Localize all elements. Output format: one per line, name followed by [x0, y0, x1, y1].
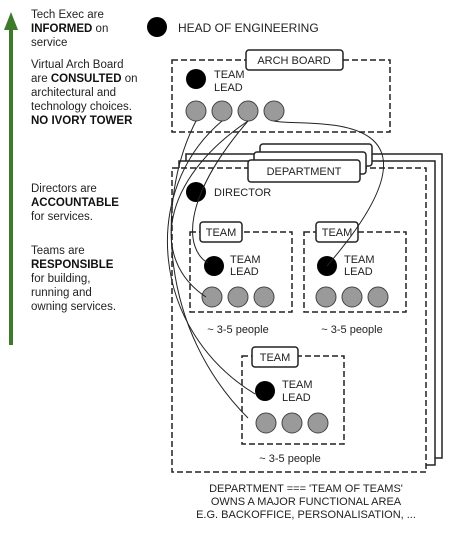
arch-board-member — [237, 100, 259, 122]
arch-board-box — [171, 59, 391, 133]
head-of-engineering-icon — [147, 17, 167, 37]
department-title: DEPARTMENT — [267, 166, 342, 178]
footer-line-1: DEPARTMENT === 'TEAM OF TEAMS' — [209, 483, 403, 495]
team-1-size: ~ 3-5 people — [207, 324, 268, 336]
team-2-title: TEAM — [322, 227, 353, 239]
department-stack — [171, 153, 443, 473]
arch-board-lead-icon — [186, 69, 206, 89]
arch-board-members — [185, 100, 285, 122]
team-1-members — [201, 286, 275, 308]
team-1-lead-icon — [204, 256, 224, 276]
team-3-lead-label-2: LEAD — [282, 392, 311, 404]
connector-arch-to-team1-b — [192, 120, 249, 264]
footer-line-3: E.G. BACKOFFICE, PERSONALISATION, ... — [196, 509, 416, 521]
note-informed-strong: INFORMED — [31, 23, 93, 35]
team-2-title-box — [315, 221, 359, 243]
connector-lines — [166, 120, 385, 419]
department-title-tabs — [247, 143, 373, 183]
note-accountable-pre: Directors are — [31, 183, 97, 195]
department-title-box — [247, 159, 361, 183]
connector-arch-to-team3-a — [170, 120, 249, 419]
director-icon — [186, 182, 206, 202]
arch-board-lead-label-2: LEAD — [214, 82, 243, 94]
note-consulted-post: on architectural and technology choices. — [31, 73, 138, 113]
arch-board-member — [185, 100, 207, 122]
team-3-title-box — [251, 346, 299, 368]
team-2-member — [367, 286, 389, 308]
connector-arch-to-team2 — [273, 120, 385, 267]
head-of-engineering-label: HEAD OF ENGINEERING — [178, 21, 319, 35]
team-1-lead-label-2: LEAD — [230, 266, 259, 278]
team-1-lead-label-1: TEAM — [230, 254, 261, 266]
note-informed-post: on service — [31, 23, 109, 49]
director-label: DIRECTOR — [214, 187, 271, 199]
note-responsible-strong: RESPONSIBLE — [31, 259, 114, 271]
arch-board-title: ARCH BOARD — [257, 55, 330, 67]
arch-board-member — [211, 100, 233, 122]
note-responsible: Teams are RESPONSIBLE for building, runn… — [31, 244, 131, 314]
team-2-lead-label-1: TEAM — [344, 254, 375, 266]
team-3-lead-icon — [255, 381, 275, 401]
note-responsible-pre: Teams are — [31, 245, 85, 257]
note-responsible-post: for building, running and owning service… — [31, 273, 117, 313]
team-1-member — [227, 286, 249, 308]
team-3-member — [255, 412, 277, 434]
connector-arch-to-team1-a — [170, 120, 249, 298]
team-1-member — [253, 286, 275, 308]
note-informed-pre: Tech Exec are — [31, 9, 104, 21]
team-2-size: ~ 3-5 people — [321, 324, 382, 336]
team-2-lead-label-2: LEAD — [344, 266, 373, 278]
team-3-title: TEAM — [260, 352, 291, 364]
note-accountable: Directors are ACCOUNTABLE for services. — [31, 182, 131, 224]
arch-board-lead-label-1: TEAM — [214, 69, 245, 81]
team-1-member — [201, 286, 223, 308]
team-2-member — [341, 286, 363, 308]
note-informed: Tech Exec are INFORMED on service — [31, 8, 141, 50]
note-accountable-post: for services. — [31, 211, 93, 223]
team-3-members — [255, 412, 329, 434]
team-3-lead-label-1: TEAM — [282, 379, 313, 391]
arch-board-member — [263, 100, 285, 122]
team-2-members — [315, 286, 389, 308]
note-consulted-strong2: NO IVORY TOWER — [31, 115, 133, 127]
team-3-size: ~ 3-5 people — [259, 453, 320, 465]
team-3-member — [281, 412, 303, 434]
connector-arch-to-team3-b — [166, 120, 256, 395]
team-1-title-box — [199, 221, 243, 243]
note-accountable-strong: ACCOUNTABLE — [31, 197, 119, 209]
team-1-title: TEAM — [206, 227, 237, 239]
team-2-member — [315, 286, 337, 308]
footer-line-2: OWNS A MAJOR FUNCTIONAL AREA — [211, 496, 402, 508]
team-3-member — [307, 412, 329, 434]
raci-arrow-head — [4, 12, 18, 30]
note-consulted-pre: Virtual Arch Board are — [31, 59, 124, 85]
note-consulted-strong: CONSULTED — [50, 73, 122, 85]
note-consulted: Virtual Arch Board are CONSULTED on arch… — [31, 58, 139, 128]
arch-board-title-box — [245, 49, 344, 71]
